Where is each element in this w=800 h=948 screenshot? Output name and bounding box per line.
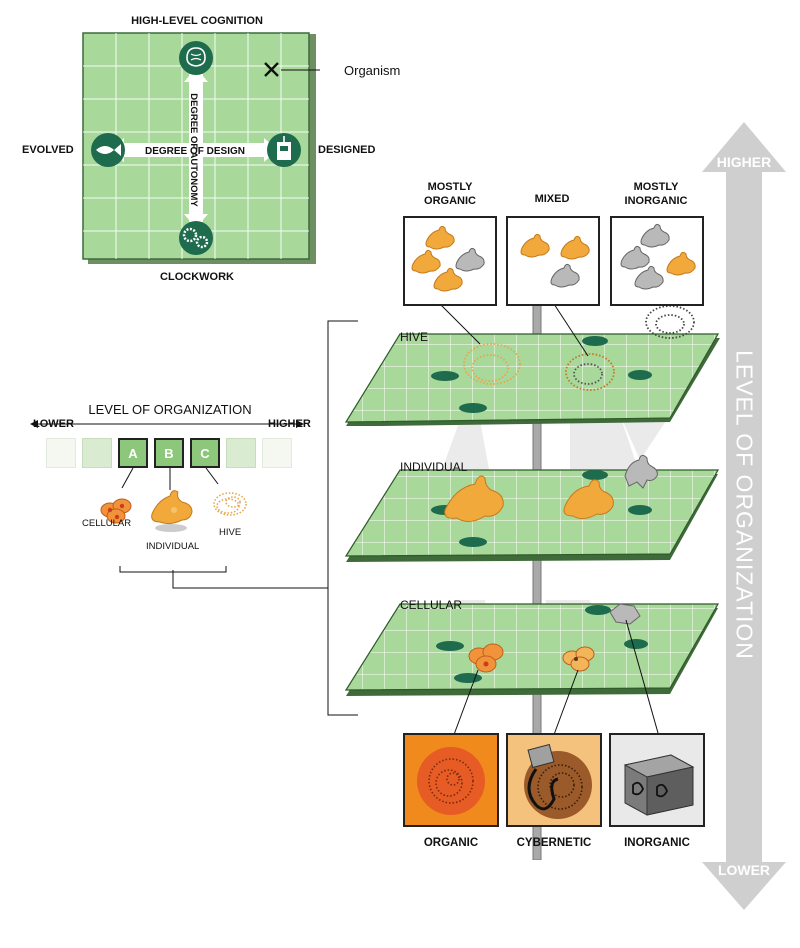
cybernetic-box xyxy=(506,733,602,827)
mixed-box xyxy=(506,216,600,306)
arrow-title: LEVEL OF ORGANIZATION xyxy=(731,350,758,660)
gears-marker-icon xyxy=(459,403,487,413)
individual-plane xyxy=(344,454,720,562)
robot-marker-icon xyxy=(628,370,652,380)
mixed-hive-icon xyxy=(565,353,615,391)
layer-label-individual: INDIVIDUAL xyxy=(400,460,468,474)
quadrant-left-label: EVOLVED xyxy=(22,144,74,156)
category-mostly-organic: MOSTLY ORGANIC xyxy=(424,181,476,207)
quadrant-grid: DEGREE OF DESIGN DEGREE OF AUTONOMY xyxy=(82,32,320,264)
quadrant-bottom-label: CLOCKWORK xyxy=(160,271,234,283)
layer-label-hive: HIVE xyxy=(400,330,429,344)
inorganic-individual-icon xyxy=(624,454,658,489)
cybernetic-individual-icon xyxy=(563,479,614,520)
organic-cell-icon xyxy=(468,643,504,673)
scale-title: LEVEL OF ORGANIZATION xyxy=(88,402,252,417)
arrow-lower-label: LOWER xyxy=(717,862,771,878)
organic-box xyxy=(403,733,499,827)
fish-marker-icon xyxy=(431,371,459,381)
inorganic-box xyxy=(609,733,705,827)
scale-box-6 xyxy=(226,438,256,468)
cellular-label: CELLULAR xyxy=(82,518,132,529)
cellular-organism-icon xyxy=(100,498,132,524)
brain-marker-icon xyxy=(582,336,608,346)
scale-left-arrow-icon xyxy=(30,420,38,428)
inorganic-hive-icon xyxy=(645,305,695,339)
category-mostly-inorganic: MOSTLY INORGANIC xyxy=(624,181,688,207)
layer-stack xyxy=(344,300,720,860)
cellular-plane xyxy=(344,603,720,741)
hive-organism-icon xyxy=(213,492,247,516)
layer-label-cellular: CELLULAR xyxy=(400,598,463,612)
robot-icon xyxy=(267,133,301,167)
arrow-higher-label: HIGHER xyxy=(716,154,772,170)
organic-individual-icon xyxy=(444,475,504,522)
organism-marker-icon xyxy=(264,62,279,77)
hive-plane xyxy=(344,303,720,426)
cybernetic-cell-icon xyxy=(562,646,595,672)
design-axis-label: DEGREE OF DESIGN xyxy=(145,146,245,157)
scale-box-7 xyxy=(262,438,292,468)
hive-label: HIVE xyxy=(219,527,242,538)
scale-box-c: C xyxy=(190,438,220,468)
scale-right-arrow-icon xyxy=(296,420,304,428)
brain-icon xyxy=(179,41,213,75)
fish-icon xyxy=(91,133,125,167)
gears-icon xyxy=(179,221,213,255)
organism-label: Organism xyxy=(344,63,401,78)
quadrant-top-label: HIGH-LEVEL COGNITION xyxy=(131,15,263,27)
scale-box-1 xyxy=(46,438,76,468)
mostly-organic-box xyxy=(403,216,497,306)
bottom-label-inorganic: INORGANIC xyxy=(624,837,690,849)
inorganic-cell-icon xyxy=(609,603,641,625)
scale-box-b: B xyxy=(154,438,184,468)
scale-box-a: A xyxy=(118,438,148,468)
organic-hive-icon xyxy=(463,343,521,385)
scale-box-2 xyxy=(82,438,112,468)
quadrant-right-label: DESIGNED xyxy=(318,144,376,156)
bottom-label-cybernetic: CYBERNETIC xyxy=(516,837,592,849)
individual-organism-icon xyxy=(151,490,193,532)
category-mixed: MIXED xyxy=(534,193,570,205)
bottom-label-organic: ORGANIC xyxy=(423,837,479,849)
individual-label: INDIVIDUAL xyxy=(146,541,200,552)
autonomy-axis-label: DEGREE OF AUTONOMY xyxy=(188,93,199,207)
mostly-inorganic-box xyxy=(610,216,704,306)
